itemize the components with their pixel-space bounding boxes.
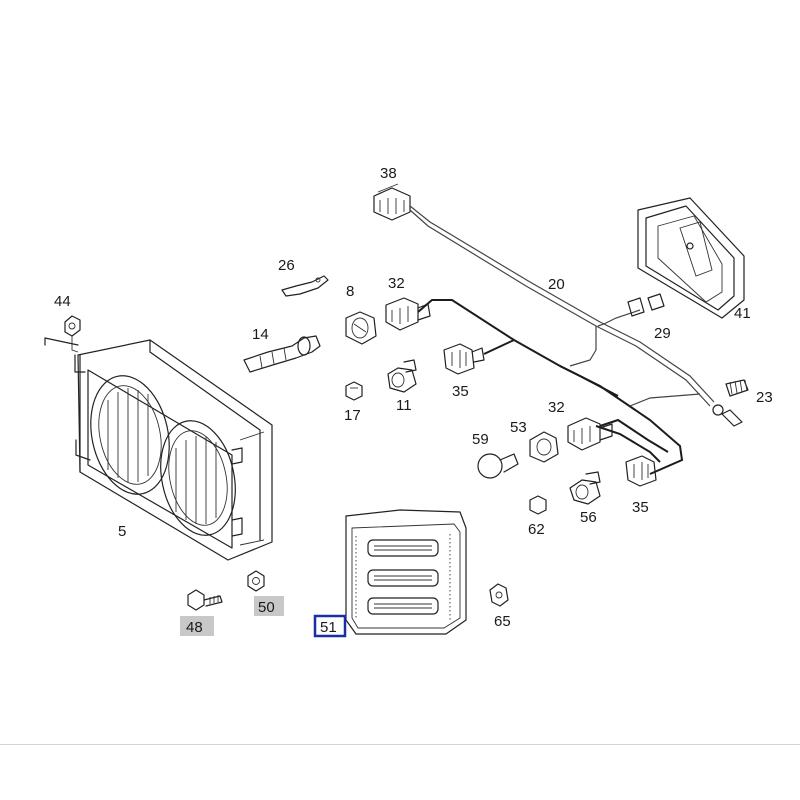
label-59[interactable]: 59 <box>472 431 489 448</box>
socket-8[interactable] <box>345 311 377 345</box>
label-65[interactable]: 65 <box>494 613 511 630</box>
bulb-59[interactable] <box>477 453 519 479</box>
label-48[interactable]: 48 <box>186 619 203 636</box>
bulb-holder-14[interactable] <box>243 335 321 373</box>
headlight-assembly[interactable] <box>44 337 273 561</box>
label-53[interactable]: 53 <box>510 419 527 436</box>
label-38[interactable]: 38 <box>380 165 397 182</box>
label-44[interactable]: 44 <box>54 293 71 310</box>
footer-divider <box>0 744 800 745</box>
clips-29[interactable] <box>627 293 665 317</box>
label-20[interactable]: 20 <box>548 276 565 293</box>
label-23[interactable]: 23 <box>756 389 773 406</box>
label-51-selected[interactable] <box>313 614 347 638</box>
label-17[interactable]: 17 <box>344 407 361 424</box>
label-26[interactable]: 26 <box>278 257 295 274</box>
label-11[interactable]: 11 <box>396 397 412 414</box>
nut-65[interactable] <box>489 583 509 607</box>
label-29[interactable]: 29 <box>654 325 671 342</box>
label-48-highlight <box>180 616 214 636</box>
socket-11[interactable] <box>387 359 417 393</box>
bolt-48[interactable] <box>187 589 223 611</box>
label-8[interactable]: 8 <box>346 283 354 300</box>
clip-26[interactable] <box>281 275 329 297</box>
nut-44[interactable] <box>64 315 81 353</box>
housing-41[interactable] <box>637 197 745 319</box>
connector-32a[interactable] <box>385 297 431 331</box>
label-56[interactable]: 56 <box>580 509 597 526</box>
label-14[interactable]: 14 <box>252 326 269 343</box>
label-62[interactable]: 62 <box>528 521 545 538</box>
label-32-lower[interactable]: 32 <box>548 399 565 416</box>
label-5[interactable]: 5 <box>118 523 126 540</box>
connector-35a[interactable] <box>443 343 485 375</box>
connector-38[interactable] <box>373 183 411 221</box>
connector-35b[interactable] <box>625 455 657 487</box>
bulb-62[interactable] <box>529 495 547 515</box>
label-35-lower[interactable]: 35 <box>632 499 649 516</box>
label-51[interactable]: 51 <box>320 619 337 636</box>
bulb-17[interactable] <box>345 381 363 401</box>
nut-50[interactable] <box>247 570 265 592</box>
socket-53[interactable] <box>529 431 559 463</box>
wire-harness-20[interactable] <box>409 205 743 475</box>
label-50[interactable]: 50 <box>258 599 275 616</box>
tail-light-51[interactable] <box>345 509 467 635</box>
label-41[interactable]: 41 <box>734 305 751 322</box>
label-35-upper[interactable]: 35 <box>452 383 469 400</box>
connector-32b[interactable] <box>567 417 613 451</box>
socket-56[interactable] <box>569 471 601 505</box>
grommet-23[interactable] <box>725 379 749 397</box>
label-32-upper[interactable]: 32 <box>388 275 405 292</box>
label-50-highlight <box>254 596 284 616</box>
